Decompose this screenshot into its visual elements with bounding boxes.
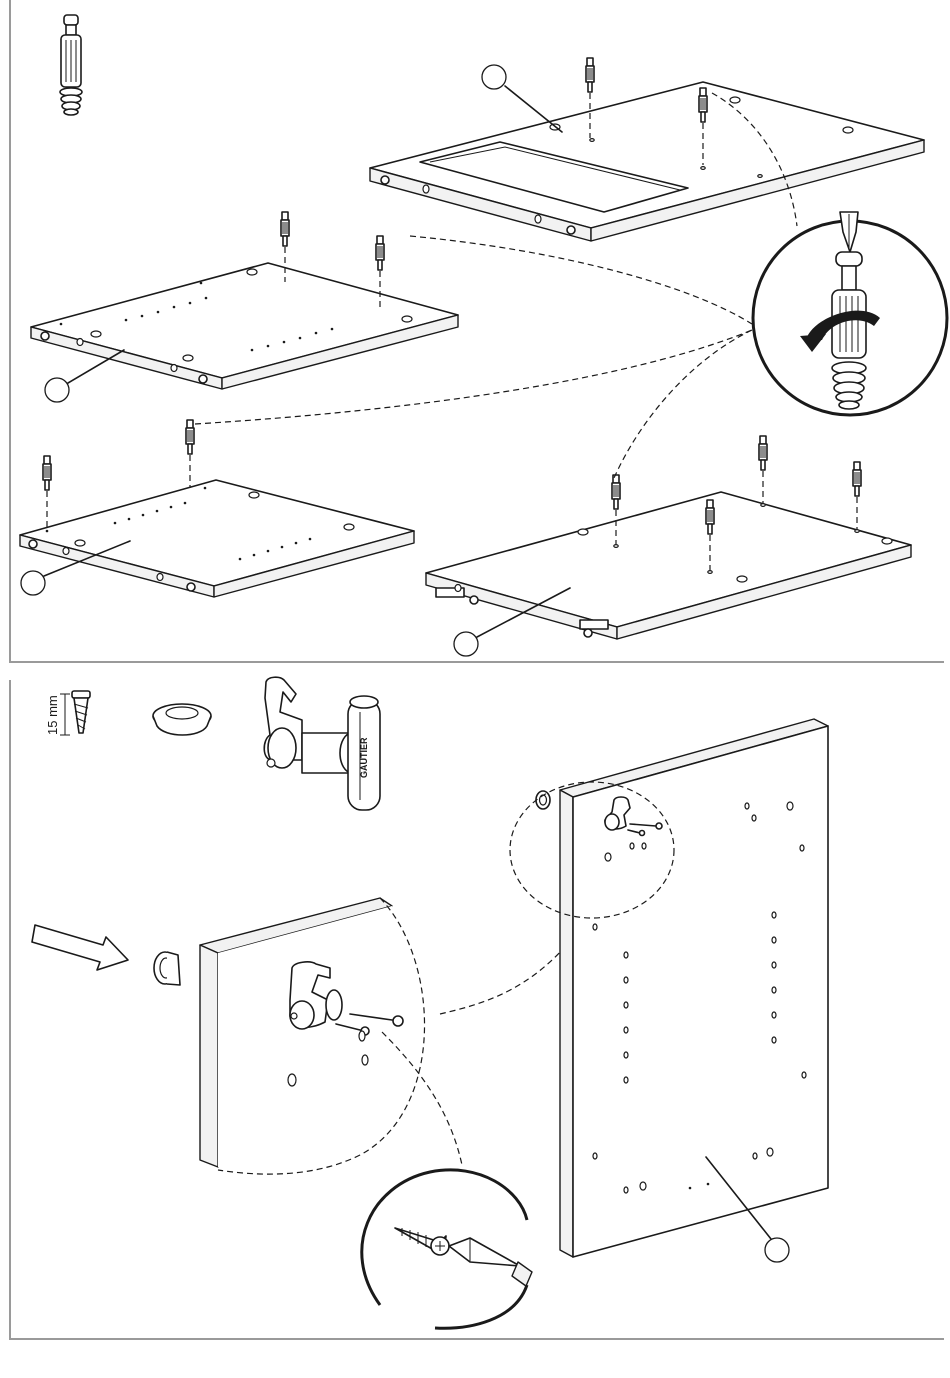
dowel-top-2 [699,88,707,122]
lower-shelf [20,480,414,597]
bottom-board [426,492,911,639]
grommet-ring-icon [153,704,211,735]
dowel-low-1 [43,456,51,490]
callout-circle-low [21,571,45,595]
side-panel [560,719,828,1257]
dowel-mid-2 [376,236,384,270]
callout-circle-bottom [454,632,478,656]
dowel-low-2 [186,420,194,454]
dowel-bot-1 [612,475,620,509]
callout-circle-top [482,65,506,89]
dowel-bot-4 [853,462,861,496]
grommet-on-panel [536,791,550,809]
direction-arrow-icon [32,925,128,970]
middle-shelf [31,263,458,389]
screwing-detail [362,1170,532,1328]
door-detail [200,898,426,1174]
callout-circle-side [765,1238,789,1262]
dowel-bot-2 [706,500,714,534]
dowel-bot-3 [759,436,767,470]
dowel-mid-1 [281,212,289,246]
screwdriver-icon [753,212,947,415]
callout-circle-mid [45,378,69,402]
dowel-top-1 [586,58,594,92]
screw-length-label: 15 mm [45,695,60,735]
cam-dowel-icon [60,15,82,115]
lock-brand-text: GAUTIER [359,737,369,778]
grommet-side [154,952,180,985]
wood-screw-icon [60,691,90,735]
